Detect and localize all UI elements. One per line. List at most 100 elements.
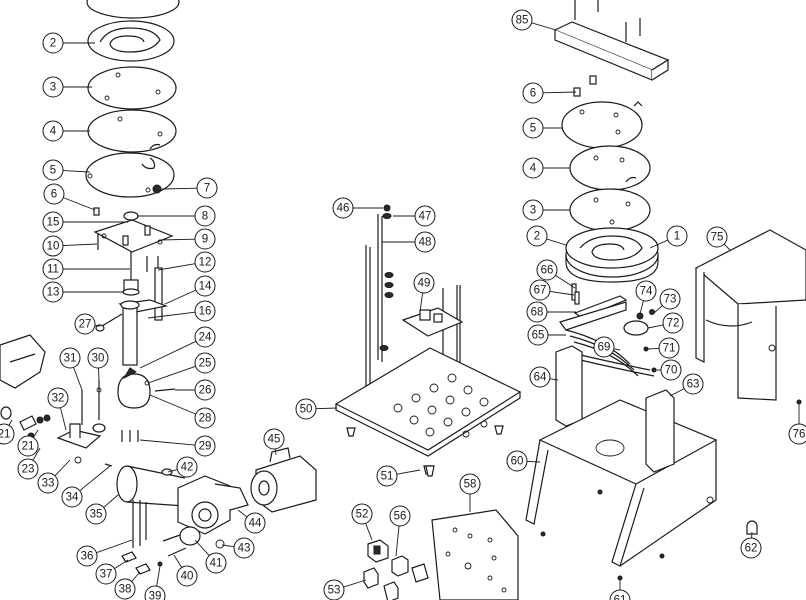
callout-circle [662, 312, 684, 334]
callout-38: 38 [114, 571, 141, 600]
callout-label: 1 [674, 231, 680, 243]
callout-leader-line [653, 305, 663, 314]
callout-label: 4 [530, 163, 537, 175]
plate-3b-part [569, 188, 651, 232]
callout-circle [194, 251, 216, 273]
callout-label: 29 [199, 441, 212, 453]
callout-label: 10 [47, 241, 60, 253]
callout-label: 58 [464, 479, 477, 491]
callout-label: 72 [667, 318, 680, 330]
callout-leader-line [164, 289, 197, 305]
plate-5b-part [561, 101, 643, 149]
callout-label: 74 [640, 286, 653, 298]
spacer-6b-part [589, 75, 597, 85]
callout-42: 42 [167, 456, 198, 478]
callout-label: 37 [100, 569, 113, 581]
callout-73: 73 [653, 288, 681, 314]
control-board-49-part [401, 307, 464, 337]
callout-leader-line [59, 407, 67, 431]
callout-circle [42, 258, 64, 280]
callout-circle [37, 472, 59, 494]
callout-75: 75 [706, 226, 731, 251]
callout-circle [682, 373, 704, 395]
post-12-part [154, 267, 163, 321]
callout-leader-line [98, 367, 100, 381]
callout-circle [740, 537, 762, 559]
callout-circle [295, 398, 317, 420]
callout-62: 62 [740, 531, 762, 559]
callout-leader-line [173, 554, 183, 568]
callout-leader-line [194, 539, 210, 556]
callout-circle [114, 578, 136, 600]
callout-circle [522, 82, 544, 104]
callout-43: 43 [221, 537, 255, 559]
callout-leader-line [237, 509, 248, 518]
callout-circle [194, 407, 216, 429]
callout-label: 49 [418, 278, 431, 290]
callout-6: 6 [522, 82, 577, 104]
pot-28-part [117, 367, 151, 409]
callout-circle [529, 279, 551, 301]
callout-85: 85 [511, 9, 557, 31]
callout-circle [660, 359, 682, 381]
callout-circle [17, 458, 39, 480]
callout-leader-line [315, 407, 338, 410]
callout-74: 74 [635, 280, 657, 315]
callout-circle [706, 226, 728, 248]
callout-circle [42, 159, 64, 181]
plate-4b-part [569, 145, 651, 191]
callout-circle [42, 120, 64, 142]
channel-85-part [553, 0, 670, 81]
callout-circle [658, 337, 680, 359]
callout-2: 2 [42, 32, 95, 54]
callout-30: 30 [87, 347, 109, 381]
callout-label: 48 [419, 237, 432, 249]
callout-circle [194, 300, 216, 322]
callout-23: 23 [17, 447, 41, 480]
callout-leader-line [54, 459, 71, 477]
callout-leader-line [419, 292, 424, 313]
callout-label: 33 [42, 478, 55, 490]
callout-label: 73 [664, 294, 677, 306]
callout-circle [414, 231, 436, 253]
callout-label: 31 [64, 353, 77, 365]
callout-circle [323, 579, 345, 600]
callout-label: 2 [50, 38, 56, 50]
callout-15: 15 [42, 211, 128, 233]
callout-70: 70 [655, 359, 682, 381]
callout-63: 63 [669, 373, 704, 397]
callout-label: 50 [300, 404, 313, 416]
callout-9: 9 [159, 228, 216, 250]
callout-label: 14 [199, 281, 212, 293]
callout-29: 29 [139, 435, 216, 457]
callout-label: 21 [22, 441, 35, 453]
callout-leader-line [723, 243, 731, 251]
callout-circle [593, 336, 615, 358]
gearbox-41-part [177, 475, 249, 535]
callout-label: 32 [52, 393, 65, 405]
bracket-63-part [645, 389, 675, 473]
callout-leader-line [62, 170, 91, 173]
callout-label: 76 [793, 429, 806, 441]
callout-circle [194, 352, 216, 374]
callout-51: 51 [376, 465, 421, 487]
callout-circle [59, 347, 81, 369]
callout-circle [194, 205, 216, 227]
plate-3-part [87, 66, 177, 110]
callout-leader-line [167, 469, 178, 473]
callout-21: 21 [0, 419, 15, 445]
callout-circle [194, 435, 216, 457]
callout-39: 39 [144, 565, 166, 600]
callout-circle [196, 177, 218, 199]
callout-50: 50 [295, 398, 338, 420]
callout-leader-line [669, 388, 685, 397]
callout-label: 51 [381, 471, 394, 483]
callout-61: 61 [609, 580, 631, 600]
callout-circle [43, 183, 65, 205]
callout-21: 21 [17, 429, 39, 457]
callout-label: 70 [665, 365, 678, 377]
callout-leader-line [62, 243, 98, 246]
callout-label: 61 [614, 595, 627, 600]
callout-label: 5 [530, 123, 536, 135]
callout-label: 68 [531, 307, 544, 319]
